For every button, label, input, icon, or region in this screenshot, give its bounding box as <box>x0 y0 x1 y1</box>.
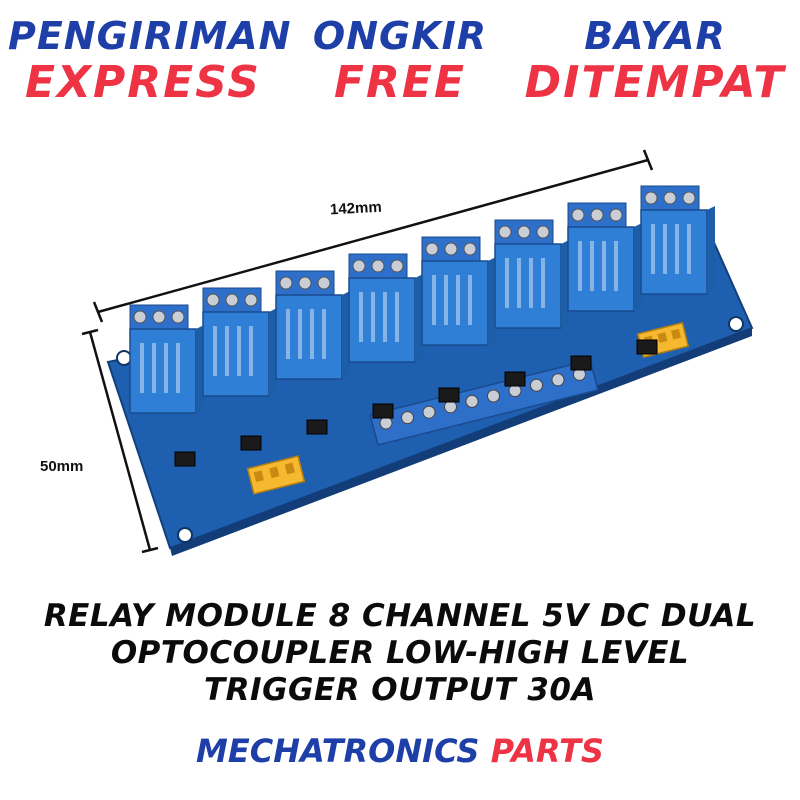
payment-badge: BAYAR DITEMPAT <box>520 14 790 108</box>
title-line-3: TRIGGER OUTPUT 30A <box>204 672 596 708</box>
width-label: 142mm <box>329 198 383 219</box>
product-title: RELAY MODULE 8 CHANNEL 5V DC DUAL OPTOCO… <box>40 598 760 709</box>
postage-top-text: ONGKIR <box>312 14 488 58</box>
terminal-screw <box>465 394 479 408</box>
height-label: 50mm <box>40 458 84 475</box>
relay <box>567 202 642 312</box>
payment-bottom-text: DITEMPAT <box>524 57 786 108</box>
relay-row <box>129 185 715 414</box>
shipping-badge: PENGIRIMAN EXPRESS <box>8 14 292 108</box>
payment-top-text: BAYAR <box>584 14 726 58</box>
relay <box>202 287 277 397</box>
relay <box>129 304 204 414</box>
terminal-screw <box>551 373 565 387</box>
optocoupler-chip <box>570 355 592 371</box>
mount-hole <box>728 316 744 332</box>
optocouplers <box>174 339 658 467</box>
optocoupler-chip <box>306 419 328 435</box>
relay <box>275 270 350 380</box>
terminal-screw <box>530 378 543 392</box>
optocoupler-chip <box>504 371 526 387</box>
mount-hole <box>116 350 132 366</box>
brand-part-2: PARTS <box>490 732 604 770</box>
optocoupler-chip <box>372 403 394 419</box>
brand-name: MECHATRONICS PARTS <box>0 732 800 770</box>
brand-part-1: MECHATRONICS <box>196 732 480 770</box>
postage-bottom-text: FREE <box>333 57 467 108</box>
relay <box>421 236 496 346</box>
relay <box>640 185 715 295</box>
title-line-1: RELAY MODULE 8 CHANNEL 5V DC DUAL <box>43 598 757 634</box>
optocoupler-chip <box>438 387 460 403</box>
input-screws <box>379 367 586 430</box>
shipping-top-text: PENGIRIMAN <box>8 14 292 58</box>
terminal-screw <box>379 416 393 430</box>
mount-hole <box>177 527 193 543</box>
jumper-left <box>246 455 306 495</box>
relay <box>494 219 569 329</box>
relay <box>348 253 423 363</box>
optocoupler-chip <box>240 435 262 451</box>
terminal-screw <box>422 405 436 419</box>
terminal-screw <box>487 389 500 403</box>
promo-banner: PENGIRIMAN EXPRESS ONGKIR FREE BAYAR DIT… <box>0 14 800 124</box>
terminal-screw <box>401 411 414 425</box>
width-dimension-line <box>92 149 654 323</box>
relay-module-image <box>81 149 754 556</box>
shipping-bottom-text: EXPRESS <box>25 57 261 108</box>
title-line-2: OPTOCOUPLER LOW-HIGH LEVEL <box>110 635 690 671</box>
optocoupler-chip <box>636 339 658 355</box>
terminal-screw <box>444 400 457 414</box>
optocoupler-chip <box>174 451 196 467</box>
postage-badge: ONGKIR FREE <box>300 14 500 108</box>
height-dimension-line <box>81 328 159 554</box>
